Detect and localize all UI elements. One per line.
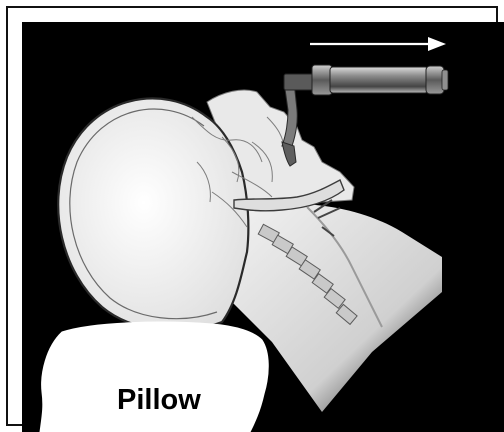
laryngoscope-icon xyxy=(312,65,448,95)
pillow-label: Pillow xyxy=(117,384,267,417)
skull-xray xyxy=(58,98,248,330)
scene-svg xyxy=(22,22,504,432)
right-arrow-icon xyxy=(310,37,446,51)
intubation-scene: Pillow xyxy=(22,22,504,432)
laryngoscope-connector xyxy=(284,74,316,90)
